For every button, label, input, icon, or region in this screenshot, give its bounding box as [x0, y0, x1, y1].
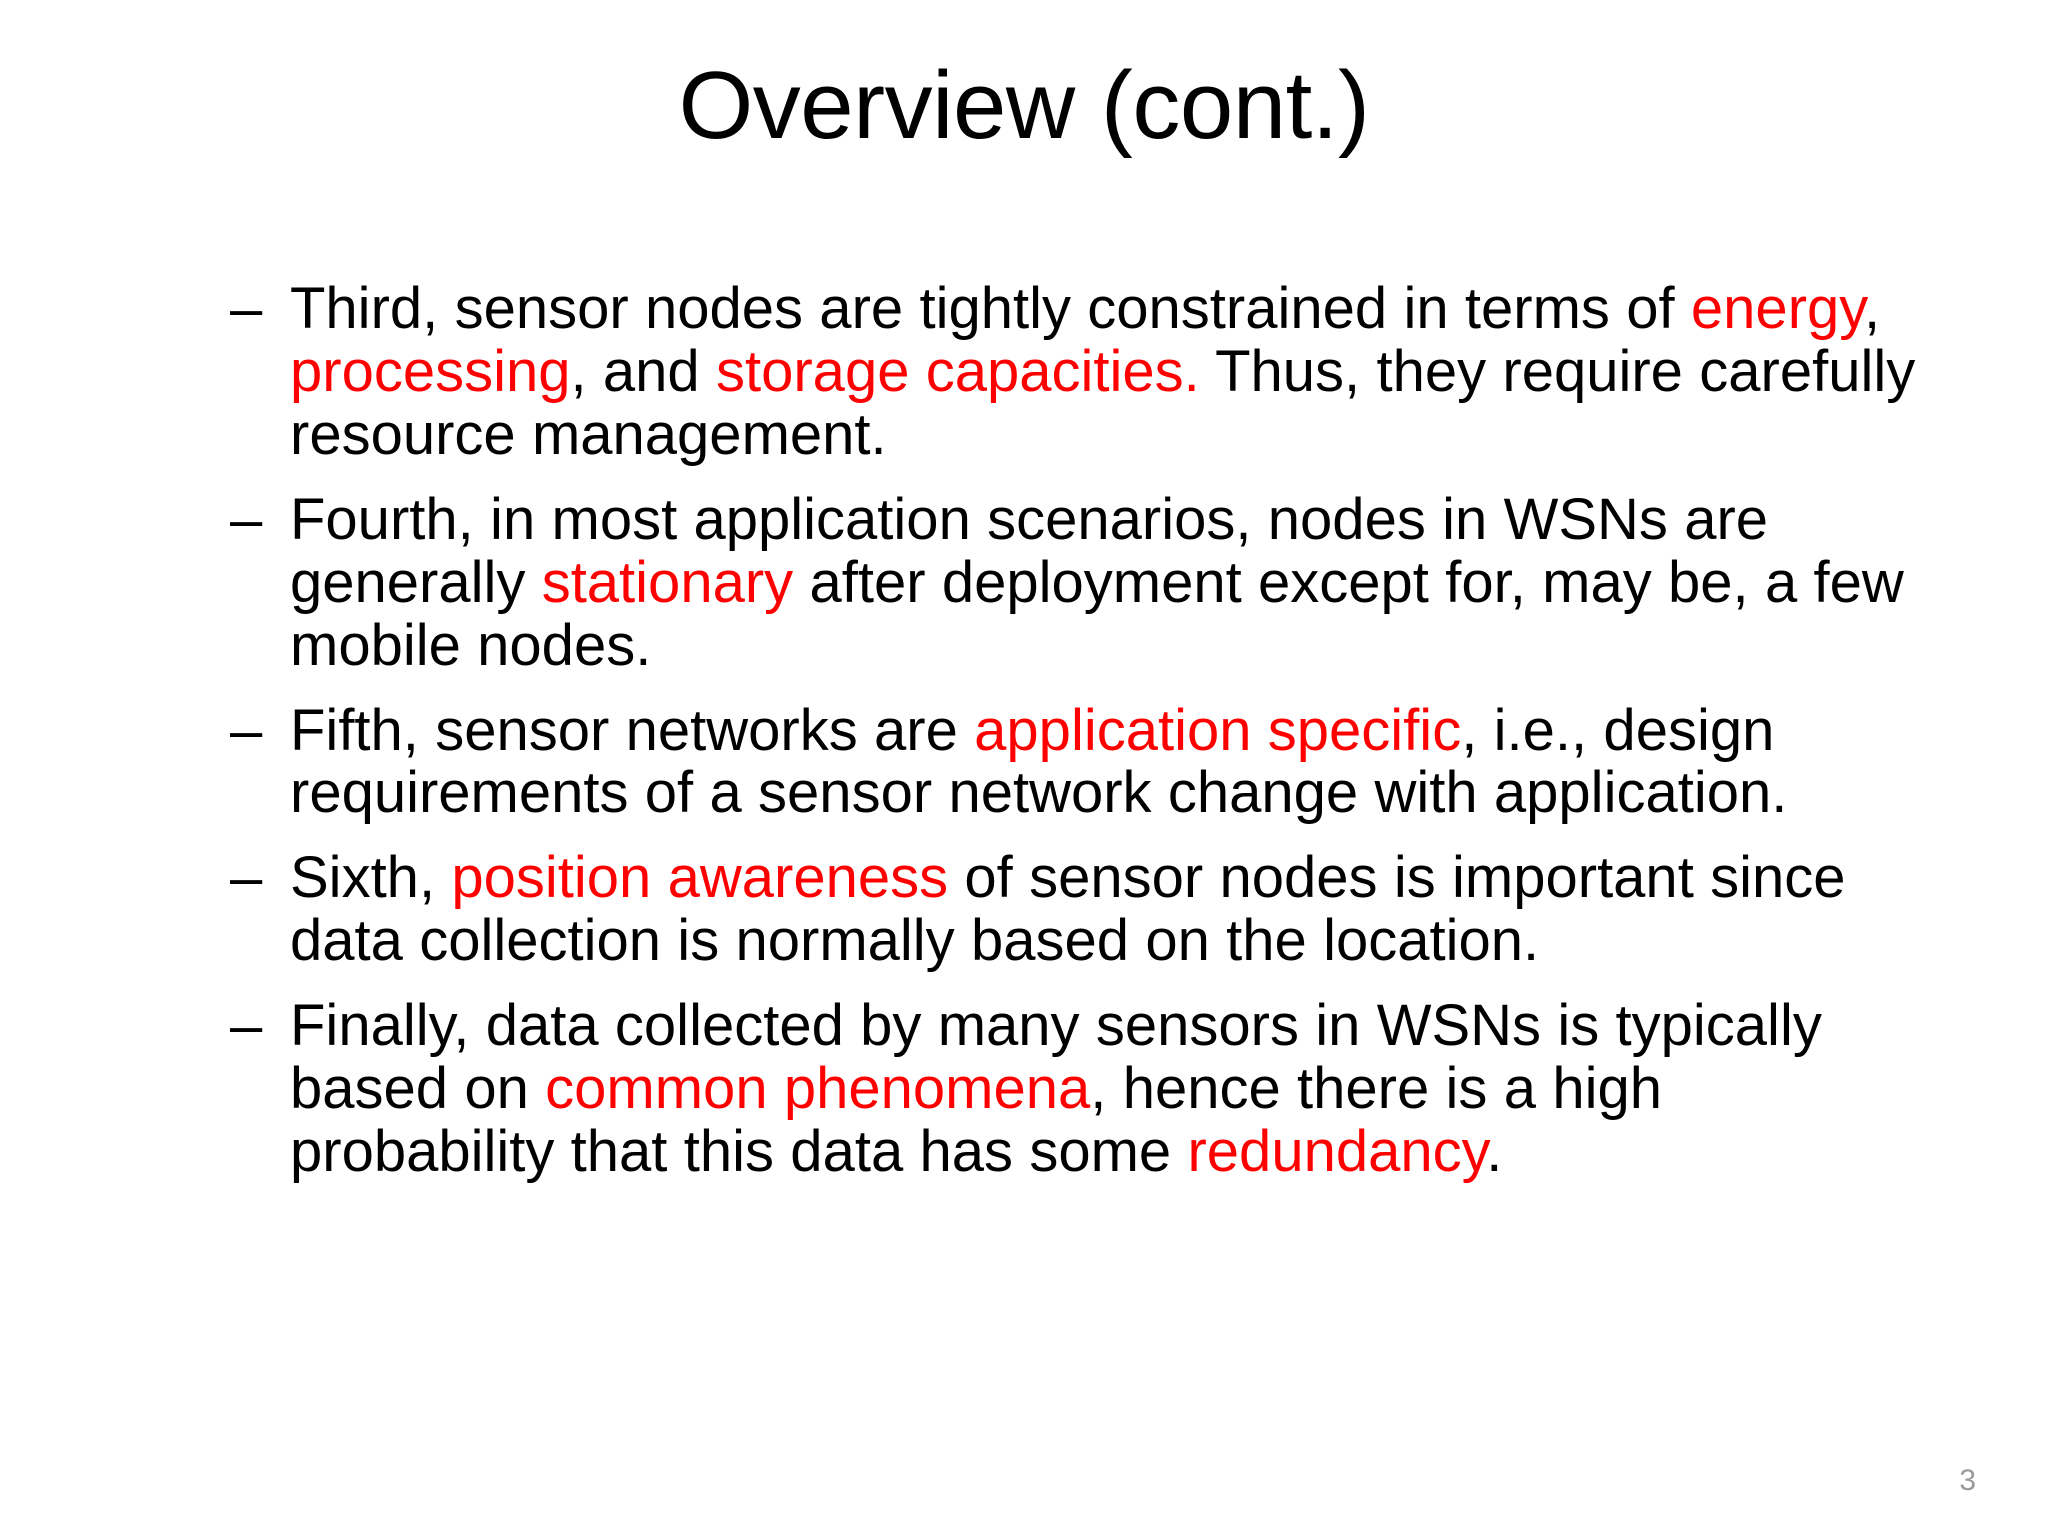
bullet-text: Sixth, position awareness of sensor node… [290, 845, 1942, 974]
bullet-segment-highlight: energy [1690, 276, 1864, 341]
bullet-marker: – [230, 276, 263, 341]
list-item: – Finally, data collected by many sensor… [222, 993, 1942, 1185]
list-item: – Fifth, sensor networks are application… [222, 697, 1942, 826]
bullet-text: Finally, data collected by many sensors … [290, 993, 1942, 1185]
bullet-marker: – [230, 486, 263, 552]
bullet-segment: . [1486, 1119, 1503, 1185]
bullet-segment: Finally, data collected by many sensors … [290, 993, 1822, 1122]
bullet-segment-highlight: processing [290, 338, 571, 404]
bullet-segment-highlight: redundancy [1187, 1119, 1487, 1185]
bullet-segment-highlight: application specific [974, 697, 1462, 763]
bullet-segment: Third, sensor nodes are tightly constrai… [290, 276, 1691, 341]
list-item: – Third, sensor nodes are tightly constr… [222, 276, 1942, 467]
bullet-segment: Fourth, in most application scenarios, n… [290, 486, 1769, 615]
bullet-marker: – [230, 845, 263, 911]
bullet-segment: Thus, they require carefully resource ma… [290, 338, 1916, 467]
page-number: 3 [1959, 1464, 1976, 1497]
bullet-segment: , [1863, 276, 1881, 341]
bullet-segment-highlight: stationary [541, 549, 794, 615]
bullet-segment: , and [570, 338, 716, 404]
bullet-marker: – [230, 697, 263, 763]
bullet-segment-highlight: position awareness [451, 845, 949, 911]
bullet-text: Fifth, sensor networks are application s… [290, 697, 1942, 826]
bullet-text: Fourth, in most application scenarios, n… [290, 486, 1942, 678]
list-item: – Sixth, position awareness of sensor no… [222, 845, 1942, 974]
bullet-segment: , i.e., design requirements of a sensor … [290, 697, 1788, 826]
bullet-marker: – [230, 993, 263, 1059]
bullet-segment-highlight: common phenomena [545, 1056, 1091, 1122]
bullet-segment: of sensor nodes is important since data … [290, 845, 1846, 974]
bullet-segment: Fifth, sensor networks are [290, 697, 975, 763]
slide-body-content: – Third, sensor nodes are tightly constr… [222, 276, 1942, 1206]
bullet-segment-highlight: storage capacities. [716, 338, 1200, 404]
bullet-segment: , hence there is a high probability that… [290, 1056, 1662, 1185]
page-title: Overview (cont.) [678, 52, 1370, 159]
bullet-text: Third, sensor nodes are tightly constrai… [290, 276, 1942, 467]
bullet-segment: Sixth, [290, 845, 452, 911]
list-item: – Fourth, in most application scenarios,… [222, 486, 1942, 678]
bullet-segment: after deployment except for, may be, a f… [290, 549, 1904, 678]
